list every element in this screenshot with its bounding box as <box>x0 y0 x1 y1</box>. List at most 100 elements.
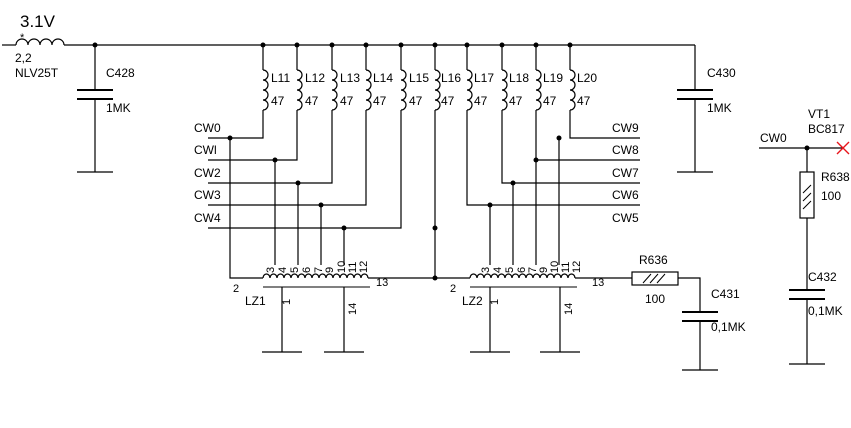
svg-text:4: 4 <box>277 267 289 273</box>
r638-ref: R638 <box>821 170 850 184</box>
l17-value: 47 <box>474 94 488 108</box>
resistor-r638: R638 100 <box>799 148 850 290</box>
lz1-ref: LZ1 <box>245 294 266 308</box>
svg-text:11: 11 <box>560 262 572 273</box>
capacitor-c428 <box>77 89 113 100</box>
signal-cw7-label: CW7 <box>612 166 639 180</box>
lz1-pin-bottom-2: 14 <box>347 303 359 315</box>
lz2-pin-bottom-1: 1 <box>489 299 501 305</box>
l17-ref: L17 <box>474 71 494 85</box>
c430-value: 1MK <box>707 101 732 115</box>
c428-ref: C428 <box>106 66 135 80</box>
signal-cw5-label: CW5 <box>612 211 639 225</box>
c430-ref: C430 <box>707 66 736 80</box>
inductor-l11: L11 47 <box>208 42 290 139</box>
inductor-l17: L17 47 <box>464 42 640 206</box>
signal-cw0-label: CW0 <box>194 121 221 135</box>
signal-cw4-label: CW4 <box>194 211 221 225</box>
lz2-pin-bottom-2: 14 <box>563 303 575 315</box>
lz1-pin-right: 13 <box>376 277 388 289</box>
c428-wires <box>77 45 113 173</box>
signal-cw6-label: CW6 <box>612 188 639 202</box>
supply-voltage-label: 3.1V <box>20 12 56 31</box>
vt1-net-label: CW0 <box>760 131 787 145</box>
vt1-ref: VT1 <box>808 107 830 121</box>
svg-text:9: 9 <box>324 267 336 273</box>
transistor-vt1: CW0 VT1 BC817 <box>759 107 850 155</box>
inductor-nlv25t-value: 2,2 <box>15 51 32 65</box>
svg-text:9: 9 <box>538 267 550 273</box>
inductor-l12: L12 47 <box>208 42 325 161</box>
inductor-l15: L15 47 <box>208 42 429 229</box>
signal-cw1-label: CWl <box>194 143 217 157</box>
inductor-l16: L16 47 <box>432 42 461 281</box>
svg-text:10: 10 <box>336 261 348 273</box>
svg-text:4: 4 <box>492 267 504 273</box>
l11-ref: L11 <box>271 71 290 85</box>
inductor-nlv25t-part: NLV25T <box>15 66 59 80</box>
svg-text:5: 5 <box>289 267 301 273</box>
c431-value: 0,1MK <box>711 320 746 334</box>
svg-text:12: 12 <box>358 261 370 273</box>
svg-text:6: 6 <box>516 267 528 273</box>
signal-cw9-label: CW9 <box>612 121 639 135</box>
lz1-delay-line: 2 13 LZ1 1 14 3 4 5 6 7 9 10 11 12 <box>233 261 435 353</box>
inductor-l20: L20 47 <box>567 42 640 139</box>
signal-cw3-label: CW3 <box>194 188 221 202</box>
l13-ref: L13 <box>340 71 360 85</box>
l19-value: 47 <box>543 94 557 108</box>
lz1-pin-bottom-1: 1 <box>281 299 293 305</box>
l18-ref: L18 <box>509 71 529 85</box>
lz2-delay-line: 2 13 LZ2 1 14 3 4 5 6 7 9 10 11 12 <box>450 261 632 353</box>
l20-ref: L20 <box>577 71 597 85</box>
lz1-pin-left: 2 <box>233 283 239 295</box>
lz2-ref: LZ2 <box>462 294 483 308</box>
l20-value: 47 <box>577 94 591 108</box>
inductor-l14: L14 47 <box>208 42 393 206</box>
c432-ref: C432 <box>808 270 837 284</box>
capacitor-c430 <box>677 89 713 100</box>
l14-value: 47 <box>373 94 387 108</box>
svg-text:5: 5 <box>504 267 516 273</box>
l14-ref: L14 <box>373 71 393 85</box>
svg-text:11: 11 <box>347 262 359 273</box>
r636-value: 100 <box>645 292 665 306</box>
inductor-nlv25t <box>15 38 65 46</box>
c430-wires <box>677 45 713 173</box>
r636-ref: R636 <box>639 253 668 267</box>
capacitor-c432: C432 0,1MK <box>789 270 843 365</box>
lz2-pin-left: 2 <box>450 283 456 295</box>
no-connect-x-icon <box>836 141 850 155</box>
svg-text:7: 7 <box>313 267 325 273</box>
svg-text:*: * <box>20 32 25 44</box>
vt1-part: BC817 <box>808 122 845 136</box>
svg-text:7: 7 <box>527 267 539 273</box>
l18-value: 47 <box>509 94 523 108</box>
c432-value: 0,1MK <box>808 304 843 318</box>
lz1-tap-wires <box>227 135 347 279</box>
l12-ref: L12 <box>305 71 325 85</box>
c431-ref: C431 <box>711 287 740 301</box>
lz2-pin-right: 13 <box>592 277 604 289</box>
signal-cw8-label: CW8 <box>612 143 639 157</box>
capacitor-c431: C431 0,1MK <box>678 277 746 371</box>
lz2-tap-wires <box>435 135 562 279</box>
svg-text:12: 12 <box>571 261 583 273</box>
r638-value: 100 <box>821 189 841 203</box>
c428-value: 1MK <box>106 101 131 115</box>
inductor-l18: L18 47 <box>499 42 640 184</box>
svg-text:3: 3 <box>265 267 277 273</box>
inductor-l19: L19 47 <box>533 42 640 161</box>
signal-cw2-label: CW2 <box>194 166 221 180</box>
l15-value: 47 <box>409 94 423 108</box>
svg-text:3: 3 <box>480 267 492 273</box>
l15-ref: L15 <box>409 71 429 85</box>
l13-value: 47 <box>340 94 354 108</box>
l16-ref: L16 <box>441 71 461 85</box>
resistor-r636: R636 100 <box>631 253 679 306</box>
svg-text:6: 6 <box>301 267 313 273</box>
inductor-l13: L13 47 <box>208 42 360 184</box>
l16-value: 47 <box>441 94 455 108</box>
